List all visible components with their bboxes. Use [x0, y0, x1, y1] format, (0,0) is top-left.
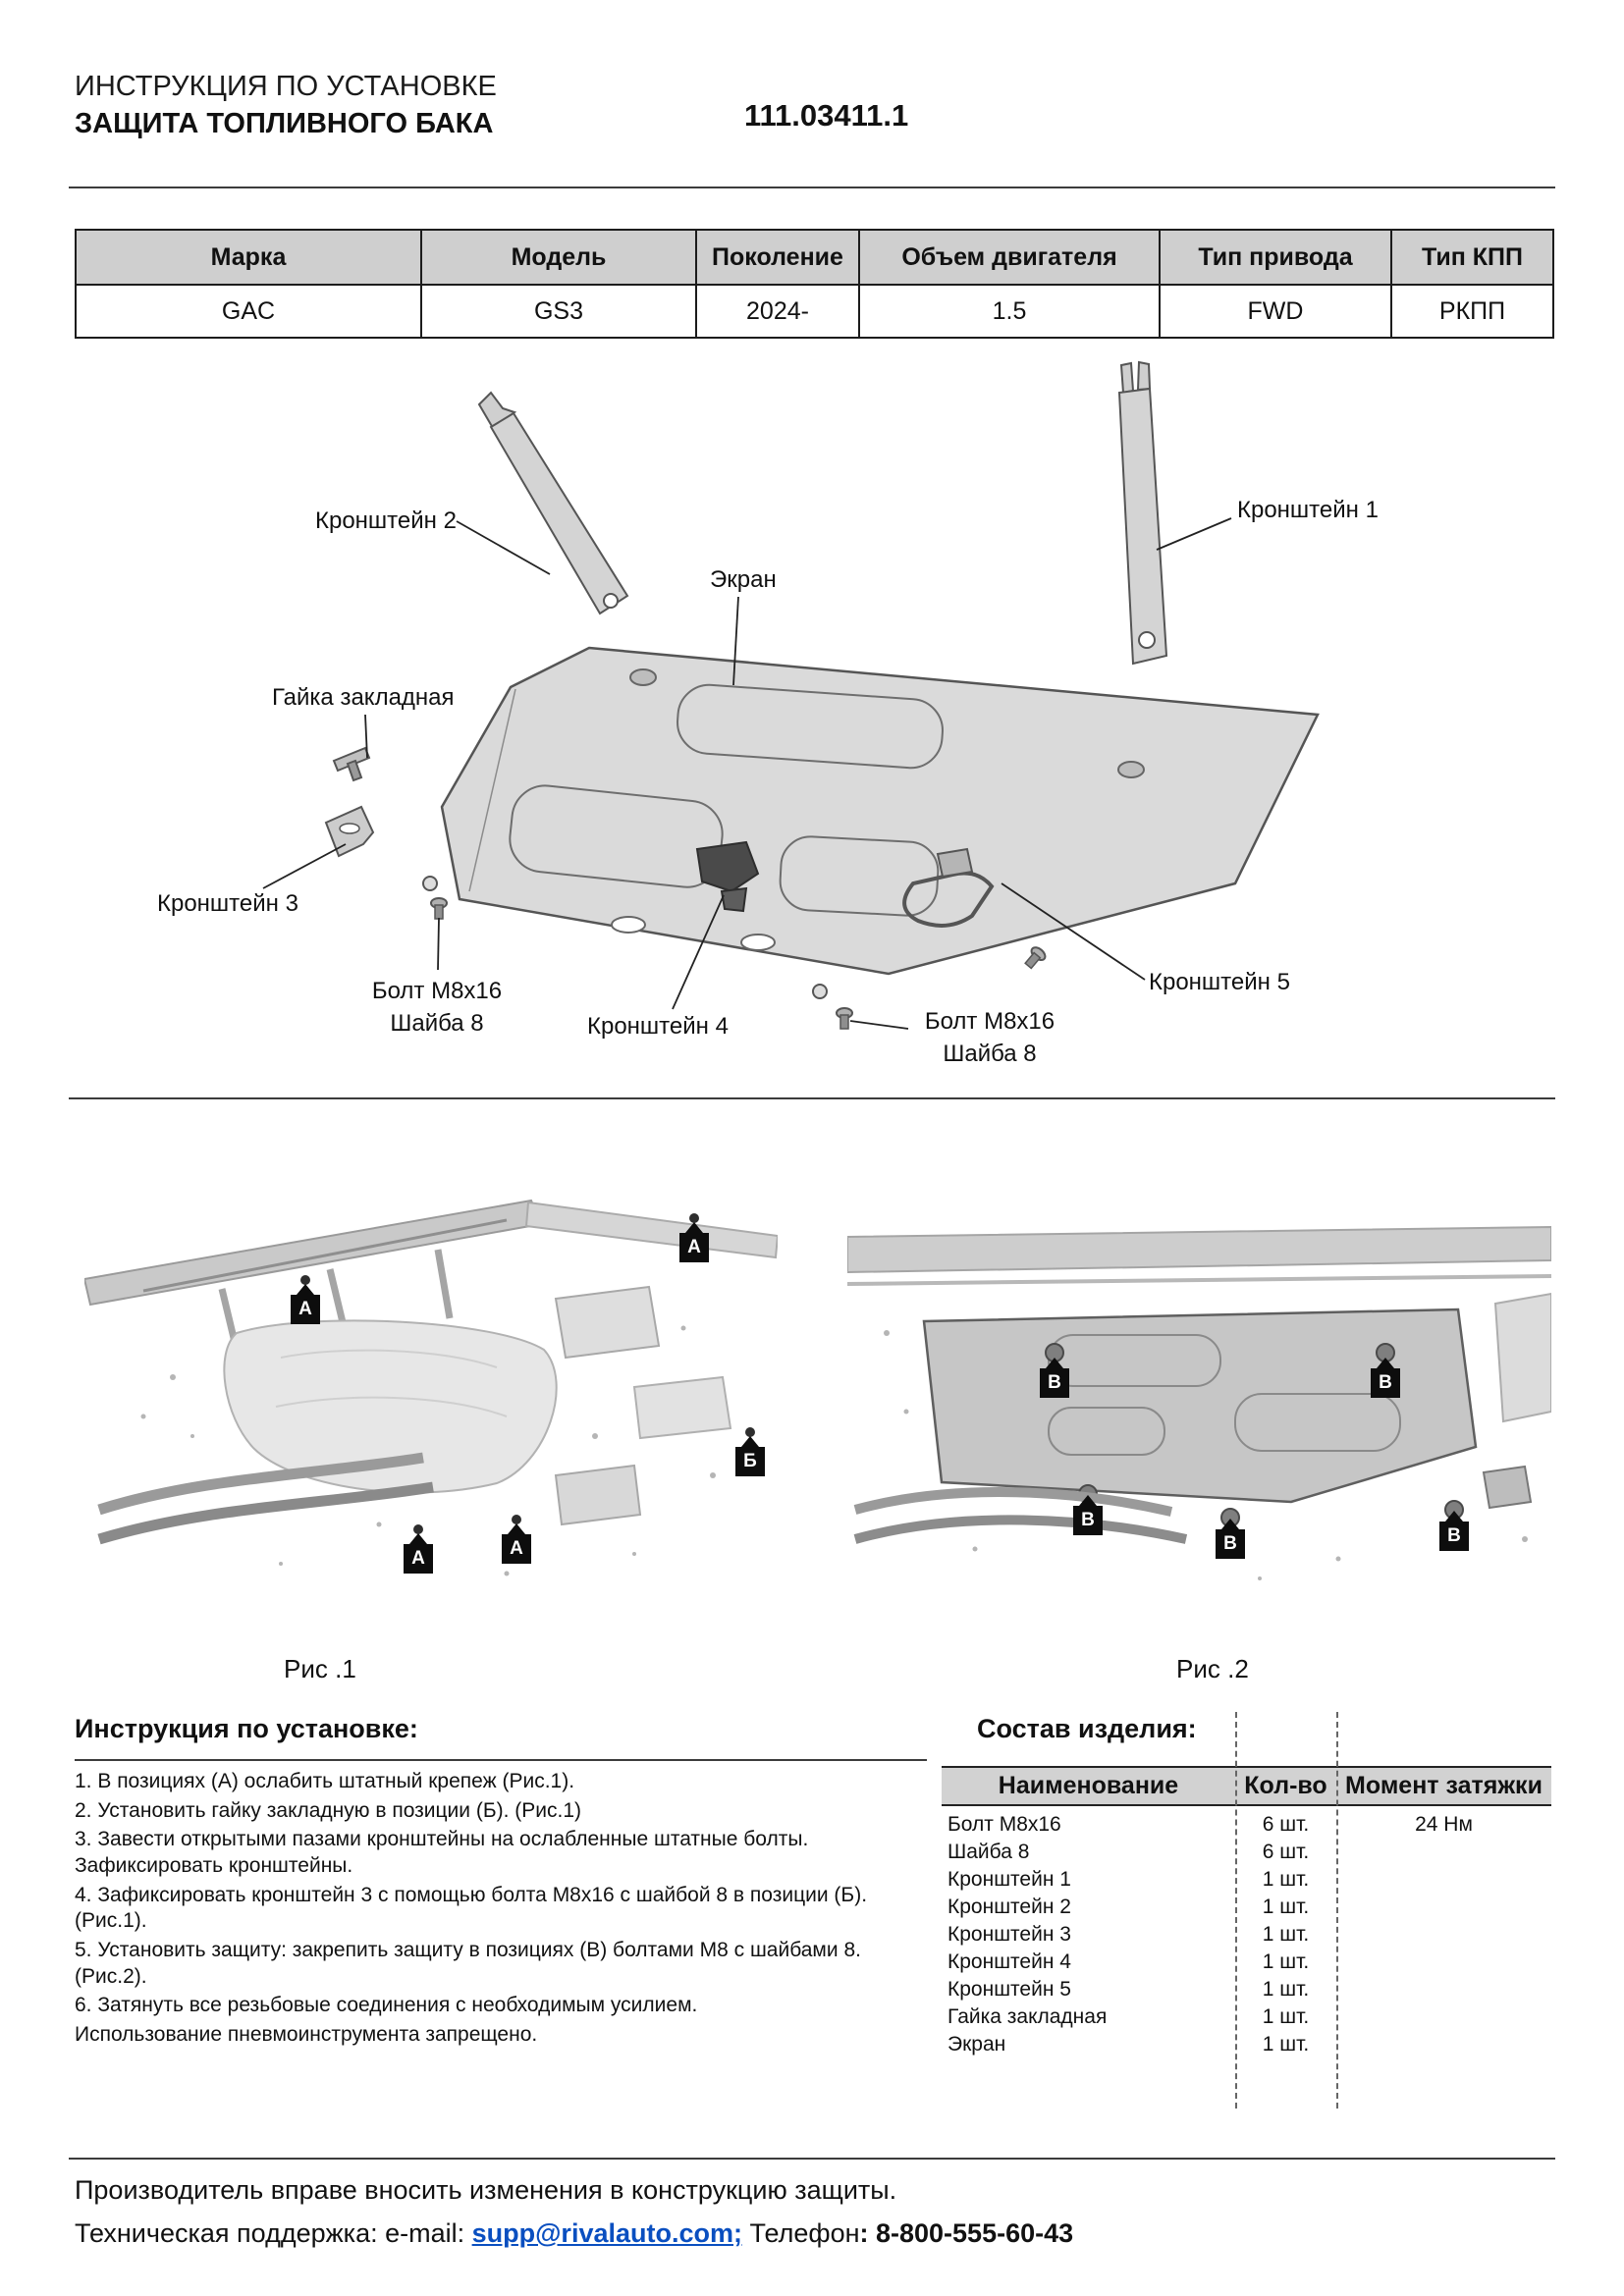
instruction-step: 6. Затянуть все резьбовые соединения с н… [75, 1994, 698, 2017]
underbody-photo-1 [82, 1199, 780, 1576]
label-screen: Экран [710, 566, 777, 593]
position-marker-a: А [404, 1544, 433, 1574]
embedded-nut-part [332, 746, 371, 782]
bolt-washer-left-part [422, 876, 448, 920]
manufacturer-disclaimer: Производитель вправе вносить изменения в… [75, 2175, 897, 2205]
position-marker-v: В [1439, 1522, 1469, 1551]
instruction-step: 2. Установить гайку закладную в позиции … [75, 1798, 582, 1822]
parts-title: Состав изделия: [977, 1714, 1197, 1743]
position-marker-a: А [679, 1233, 709, 1262]
label-bracket-1: Кронштейн 1 [1237, 497, 1379, 523]
position-marker-v: В [1371, 1368, 1400, 1398]
phone-label: Телефон [741, 2218, 860, 2248]
screen-plate-part [440, 646, 1320, 976]
instructions-title: Инструкция по установке: [75, 1714, 418, 1743]
position-marker-v: В [1216, 1529, 1245, 1559]
leader-lines [262, 517, 1232, 1030]
instruction-step: 5. Установить защиту: закрепить защиту в… [75, 1938, 861, 1988]
spec-value-model: GS3 [420, 284, 697, 339]
label-bracket-3: Кронштейн 3 [157, 890, 298, 917]
bracket-4-part [695, 840, 760, 913]
spec-value-row: GAC GS3 2024- 1.5 FWD РКПП [75, 284, 1554, 339]
label-bracket-5: Кронштейн 5 [1149, 969, 1290, 995]
instruction-step: 4. Зафиксировать кронштейн 3 с помощью б… [75, 1883, 868, 1933]
parts-table-rows: Болт М8х16 6 шт. 24 Нм Шайба 8 6 шт. Кро… [942, 1811, 1551, 2058]
spec-header-engine: Объем двигателя [858, 229, 1161, 286]
label-embedded-nut: Гайка закладная [272, 684, 455, 711]
label-bolt-washer-left: Болт М8х16 Шайба 8 [358, 975, 515, 1040]
parts-header-qty: Кол-во [1244, 1772, 1327, 1799]
figure-1: А А Б А А [82, 1181, 780, 1609]
bracket-3-part [324, 805, 375, 858]
spec-header-brand: Марка [75, 229, 422, 286]
document-title-line1: ИНСТРУКЦИЯ ПО УСТАНОВКЕ [75, 71, 497, 102]
spec-value-engine: 1.5 [858, 284, 1161, 339]
figure-1-caption: Рис .1 [284, 1654, 356, 1683]
position-marker-b: Б [735, 1447, 765, 1476]
parts-row: Шайба 8 6 шт. [947, 1841, 1310, 1863]
parts-column-divider [1336, 1712, 1338, 2109]
label-bolt-washer-right: Болт М8х16 Шайба 8 [911, 1005, 1068, 1070]
label-bracket-4: Кронштейн 4 [587, 1013, 729, 1040]
parts-row: Гайка закладная 1 шт. [947, 2005, 1310, 2028]
phone-number: : 8-800-555-60-43 [859, 2218, 1074, 2248]
spec-header-generation: Поколение [695, 229, 860, 286]
part-number: 111.03411.1 [744, 98, 909, 133]
parts-row: Кронштейн 4 1 шт. [947, 1950, 1310, 1973]
vehicle-spec-table: Марка Модель Поколение Объем двигателя Т… [75, 229, 1554, 339]
instruction-step: 1. В позициях (А) ослабить штатный крепе… [75, 1770, 575, 1792]
parts-row: Кронштейн 2 1 шт. [947, 1896, 1310, 1918]
label-bolt-left: Болт М8х16 [371, 978, 503, 1004]
parts-header-name: Наименование [998, 1772, 1179, 1799]
parts-row: Экран 1 шт. [947, 2033, 1310, 2056]
parts-table-header: Наименование Кол-во Момент затяжки [942, 1766, 1551, 1806]
spec-header-drive: Тип привода [1159, 229, 1392, 286]
support-line: Техническая поддержка: e-mail: supp@riva… [75, 2218, 1073, 2249]
parts-row: Кронштейн 1 1 шт. [947, 1868, 1310, 1891]
parts-column-divider [1235, 1712, 1237, 2109]
section-divider [69, 1097, 1555, 1099]
label-washer-left: Шайба 8 [390, 1010, 484, 1037]
position-marker-v: В [1073, 1506, 1103, 1535]
spec-header-model: Модель [420, 229, 697, 286]
parts-row: Болт М8х16 6 шт. 24 Нм [947, 1813, 1473, 1836]
position-marker-a: А [291, 1295, 320, 1324]
instructions-list: 1. В позициях (А) ослабить штатный крепе… [75, 1769, 927, 2052]
position-marker-v: В [1040, 1368, 1069, 1398]
spec-value-gearbox: РКПП [1390, 284, 1554, 339]
instruction-note: Использование пневмоинструмента запрещен… [75, 2022, 538, 2046]
header-divider [69, 187, 1555, 188]
parts-header-torque: Момент затяжки [1345, 1772, 1543, 1799]
spec-header-gearbox: Тип КПП [1390, 229, 1554, 286]
spec-value-drive: FWD [1159, 284, 1392, 339]
label-bracket-2: Кронштейн 2 [315, 507, 457, 534]
screw-part [1024, 946, 1047, 970]
support-prefix: Техническая поддержка: e-mail: [75, 2218, 472, 2248]
figure-2-caption: Рис .2 [1176, 1654, 1249, 1683]
exploded-view-drawing [262, 360, 1320, 1030]
spec-value-generation: 2024- [695, 284, 860, 339]
parts-row: Кронштейн 3 1 шт. [947, 1923, 1310, 1946]
spec-header-row: Марка Модель Поколение Объем двигателя Т… [75, 229, 1554, 286]
bracket-2-part [477, 391, 629, 615]
instructions-divider [75, 1759, 927, 1761]
bracket-5-part [902, 847, 995, 928]
parts-row: Кронштейн 5 1 шт. [947, 1978, 1310, 2001]
spec-value-brand: GAC [75, 284, 422, 339]
document-title-line2: ЗАЩИТА ТОПЛИВНОГО БАКА [75, 108, 494, 139]
bolt-washer-right-part [812, 984, 853, 1030]
exploded-view-diagram: Кронштейн 2 Экран Кронштейн 1 Гайка закл… [0, 353, 1624, 1097]
bracket-1-part [1117, 360, 1168, 666]
position-marker-a: А [502, 1534, 531, 1564]
label-bolt-right: Болт М8х16 [924, 1008, 1056, 1035]
instruction-step: 3. Завести открытыми пазами кронштейны н… [75, 1828, 809, 1877]
footer-divider [69, 2158, 1555, 2160]
label-washer-right: Шайба 8 [943, 1041, 1037, 1067]
support-email-link[interactable]: supp@rivalauto.com; [471, 2218, 742, 2248]
figure-2: В В В В В [846, 1215, 1552, 1603]
